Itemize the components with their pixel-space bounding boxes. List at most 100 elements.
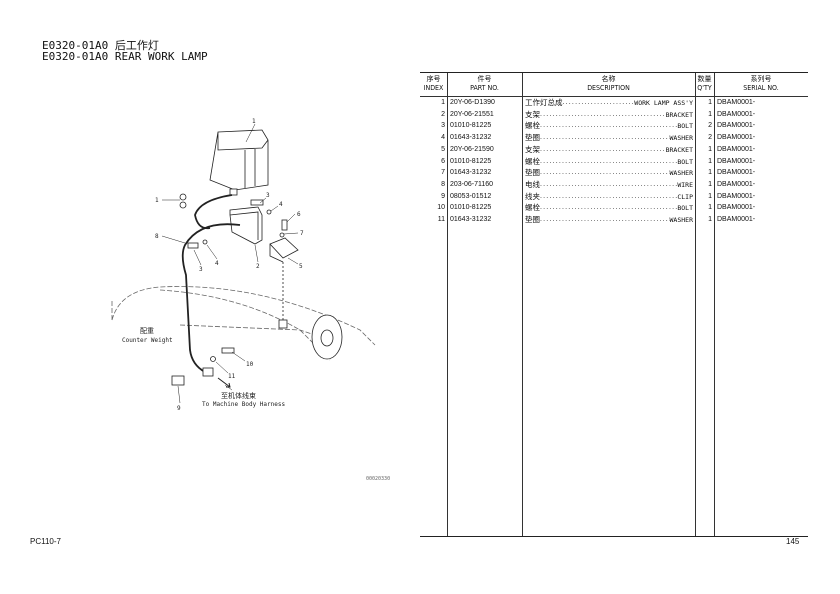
work-lamp [209, 129, 269, 191]
row-part-number: 08053-01512 [450, 192, 492, 200]
row-index: 6 [441, 157, 445, 165]
row-part-number: 203-06-71160 [450, 180, 494, 188]
callout: 4 [279, 201, 283, 208]
row-quantity: 1 [708, 180, 712, 188]
row-description: 垫圈......................................… [525, 133, 693, 143]
row-description: 支架......................................… [525, 144, 693, 154]
row-description: 电线......................................… [525, 179, 693, 189]
table-row: 6 01010-81225 螺栓..........................… [420, 156, 808, 168]
row-index: 10 [437, 204, 445, 212]
row-serial: DBAM0001- [717, 204, 756, 212]
row-index: 8 [441, 180, 445, 188]
callout: 1 [252, 118, 256, 125]
footer-page-number: 145 [786, 537, 800, 546]
row-description: 支架......................................… [525, 109, 693, 119]
callout: 9 [177, 405, 181, 412]
row-quantity: 1 [708, 216, 712, 223]
callout: 2 [256, 263, 260, 270]
callout: 8 [155, 233, 159, 240]
row-serial: DBAM0001- [717, 169, 756, 177]
row-quantity: 1 [708, 110, 712, 118]
row-serial: DBAM0001- [717, 110, 756, 118]
row-part-number: 01643-31232 [450, 169, 492, 177]
table-row: 5 20Y-06-21590 支架.........................… [420, 144, 808, 156]
callout: 3 [199, 266, 203, 273]
row-description: 垫圈......................................… [525, 168, 693, 178]
mount-boss [278, 319, 288, 329]
row-index: 5 [441, 145, 445, 153]
row-serial: DBAM0001- [717, 145, 756, 153]
callout: 10 [246, 361, 254, 368]
counterweight-label-en: Counter Weight [122, 337, 173, 344]
row-description: 螺栓......................................… [525, 156, 693, 166]
lifting-eye [311, 314, 343, 360]
footer-model: PC110-7 [30, 537, 61, 546]
row-description: 垫圈......................................… [525, 215, 693, 224]
row-part-number: 20Y-06-21590 [450, 145, 494, 153]
counterweight-outline [111, 286, 376, 361]
callout: 1 [155, 197, 159, 204]
row-serial: DBAM0001- [717, 157, 756, 165]
callout: 4 [215, 260, 219, 267]
bracket [229, 206, 263, 245]
illustration-code: 00020330 [366, 476, 391, 482]
table-row: 1 20Y-06-D1390 工作灯总成......................… [420, 97, 808, 109]
counterweight-label-cn: 配重 [140, 327, 154, 335]
row-index: 2 [441, 110, 445, 118]
harness-label-cn: 至机体线束 [221, 391, 256, 400]
row-serial: DBAM0001- [717, 134, 756, 142]
row-part-number: 01010-81225 [450, 204, 492, 212]
row-part-number: 20Y-06-21551 [450, 110, 494, 118]
row-description: 线夹......................................… [525, 191, 693, 201]
harness-label-en: To Machine Body Harness [202, 401, 285, 408]
row-index: 1 [441, 99, 445, 106]
row-index: 3 [441, 122, 445, 130]
row-serial: DBAM0001- [717, 122, 756, 130]
clip [171, 375, 185, 386]
row-quantity: 1 [708, 99, 712, 106]
table-row: 2 20Y-06-21551 支架.........................… [420, 109, 808, 121]
callout: 7 [300, 230, 304, 237]
row-quantity: 1 [708, 145, 712, 153]
row-part-number: 01010-81225 [450, 157, 492, 165]
exploded-diagram: 1 1 3 4 6 7 8 4 3 2 5 10 11 9 配重 Counter… [111, 118, 376, 412]
wire [181, 194, 241, 373]
table-row: 10 01010-81225 螺栓.........................… [420, 202, 808, 214]
callout: 5 [299, 263, 303, 270]
row-serial: DBAM0001- [717, 99, 756, 106]
table-row: 9 08053-01512 线夹..........................… [420, 191, 808, 203]
row-serial: DBAM0001- [717, 216, 756, 223]
row-quantity: 2 [708, 122, 712, 130]
row-index: 9 [441, 192, 445, 200]
callout: 6 [297, 211, 301, 218]
table-row: 7 01643-31232 垫圈..........................… [420, 167, 808, 179]
title-english: E0320-01A0 REAR WORK LAMP [42, 50, 208, 63]
table-row: 8 203-06-71160 电线.........................… [420, 179, 808, 191]
callout: 3 [266, 192, 270, 199]
row-part-number: 01643-31232 [450, 216, 492, 223]
row-index: 7 [441, 169, 445, 177]
arrow-icon [217, 377, 231, 388]
callout: 11 [228, 373, 236, 380]
row-part-number: 01010-81225 [450, 122, 492, 130]
row-serial: DBAM0001- [717, 180, 756, 188]
row-quantity: 1 [708, 169, 712, 177]
row-serial: DBAM0001- [717, 192, 756, 200]
row-quantity: 2 [708, 134, 712, 142]
row-description: 工作灯总成...................................… [525, 98, 693, 107]
row-part-number: 20Y-06-D1390 [450, 99, 495, 106]
row-quantity: 1 [708, 204, 712, 212]
bracket-5 [269, 237, 299, 263]
row-description: 螺栓......................................… [525, 203, 693, 213]
row-part-number: 01643-31232 [450, 134, 492, 142]
